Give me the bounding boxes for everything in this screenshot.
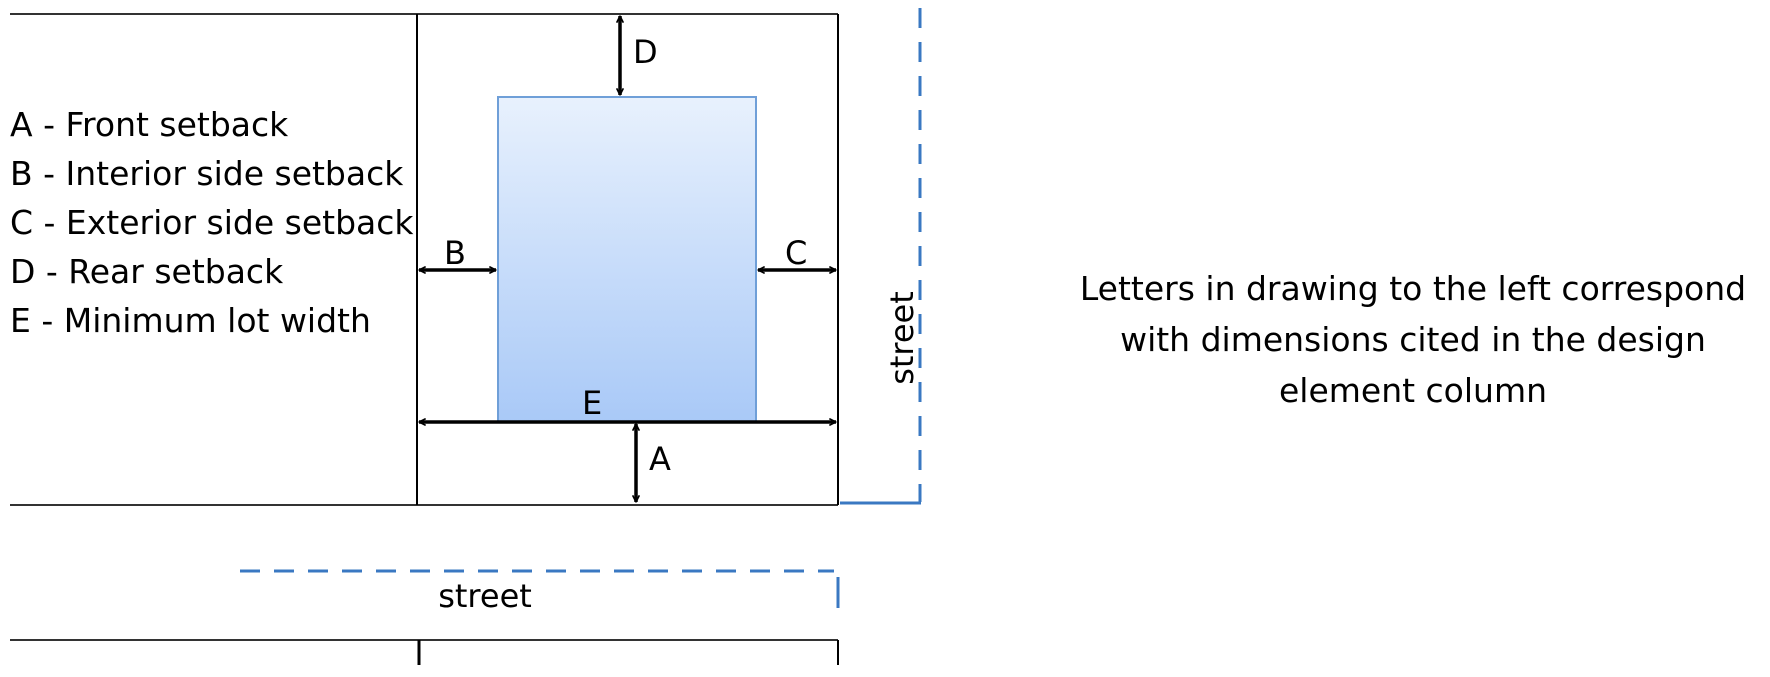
note-line-2: with dimensions cited in the design [1120, 320, 1706, 359]
note-line-3: element column [1278, 371, 1548, 410]
legend-item-c: C - Exterior side setback [10, 203, 414, 242]
label-c: C [785, 234, 807, 272]
label-a: A [649, 440, 671, 478]
note-line-1: Letters in drawing to the left correspon… [1079, 269, 1747, 308]
explanatory-note: Letters in drawing to the left correspon… [1068, 263, 1758, 416]
legend: A - Front setback B - Interior side setb… [10, 100, 414, 345]
legend-item-e: E - Minimum lot width [10, 301, 371, 340]
label-d: D [633, 33, 658, 71]
legend-item-b: B - Interior side setback [10, 154, 404, 193]
legend-item-d: D - Rear setback [10, 252, 284, 291]
street-bottom-label: street [438, 577, 532, 615]
label-b: B [444, 234, 466, 272]
building-footprint [497, 96, 757, 423]
legend-item-a: A - Front setback [10, 105, 289, 144]
label-e: E [582, 384, 602, 422]
street-right-label: street [883, 291, 921, 385]
